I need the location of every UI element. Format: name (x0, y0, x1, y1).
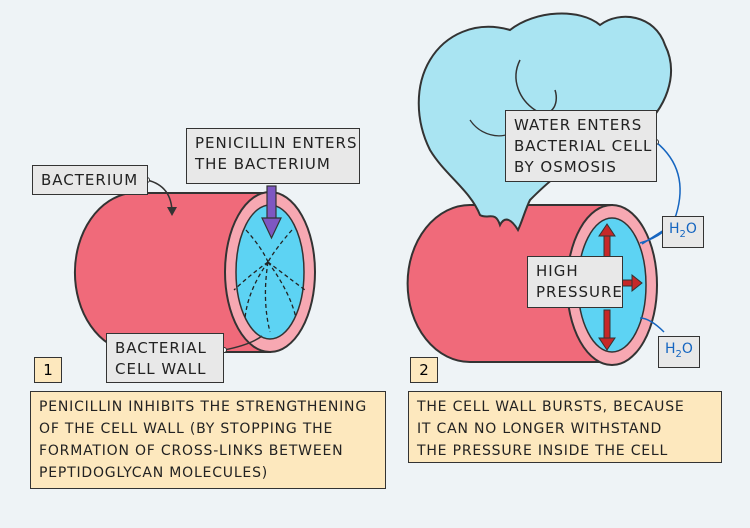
h2o-arrow-2 (639, 317, 665, 333)
cell-wall-pointer (223, 335, 263, 351)
panel-2-caption-line-1: THE CELL WALL BURSTS, BECAUSE (417, 399, 685, 415)
cell-wall-label-line-1: BACTERIAL (115, 339, 207, 357)
panel-2-caption-line-2: IT CAN NO LONGER WITHSTAND (417, 421, 663, 437)
panel-1-caption-line-4: PEPTIDOGLYCAN MOLECULES) (39, 465, 269, 481)
cell-wall-label-line-2: CELL WALL (115, 360, 207, 378)
bacterium-label: BACTERIUM (32, 165, 148, 195)
pressure-label-line-1: HIGH (536, 262, 579, 280)
pressure-label: HIGH PRESSURE (527, 256, 623, 308)
bacterium-2 (406, 12, 681, 366)
penicillin-label-line-1: PENICILLIN ENTERS (195, 134, 358, 152)
h2o-bottom-o: O (681, 341, 693, 357)
bacterium-1 (73, 177, 316, 353)
penicillin-arrow (261, 185, 282, 240)
cross-link-arrows (233, 229, 306, 333)
panel-1-caption: PENICILLIN INHIBITS THE STRENGTHENING OF… (30, 391, 386, 489)
panel-2-caption: THE CELL WALL BURSTS, BECAUSE IT CAN NO … (408, 391, 722, 463)
water-label-line-2: BACTERIAL CELL (514, 137, 653, 155)
h2o-bottom-sub: 2 (675, 348, 682, 360)
penicillin-label: PENICILLIN ENTERS THE BACTERIUM (186, 128, 360, 184)
panel-1-caption-line-1: PENICILLIN INHIBITS THE STRENGTHENING (39, 399, 367, 415)
h2o-arrow-1 (641, 229, 665, 245)
h2o-top-h: H (669, 221, 680, 237)
bacterium-2-body (406, 204, 613, 363)
panel-2-caption-line-3: THE PRESSURE INSIDE THE CELL (417, 443, 669, 459)
bacterium-label-text: BACTERIUM (41, 171, 139, 189)
h2o-top-sub: 2 (679, 228, 686, 240)
cell-wall-label: BACTERIAL CELL WALL (106, 333, 224, 383)
panel-1-number: 1 (34, 357, 62, 383)
water-label-line-3: BY OSMOSIS (514, 158, 617, 176)
water-label: WATER ENTERS BACTERIAL CELL BY OSMOSIS (505, 110, 657, 182)
h2o-top-o: O (685, 221, 697, 237)
penicillin-label-line-2: THE BACTERIUM (195, 155, 331, 173)
osmosis-pointer (639, 141, 681, 244)
h2o-bottom-h: H (665, 341, 676, 357)
h2o-label-top: H2O (662, 216, 704, 248)
panel-1-caption-line-3: FORMATION OF CROSS-LINKS BETWEEN (39, 443, 344, 459)
h2o-label-bottom: H2O (658, 336, 700, 368)
panel-2-number: 2 (410, 357, 438, 383)
panel-1-caption-line-2: OF THE CELL WALL (BY STOPPING THE (39, 421, 334, 437)
water-label-line-1: WATER ENTERS (514, 116, 643, 134)
pressure-label-line-2: PRESSURE (536, 283, 623, 301)
